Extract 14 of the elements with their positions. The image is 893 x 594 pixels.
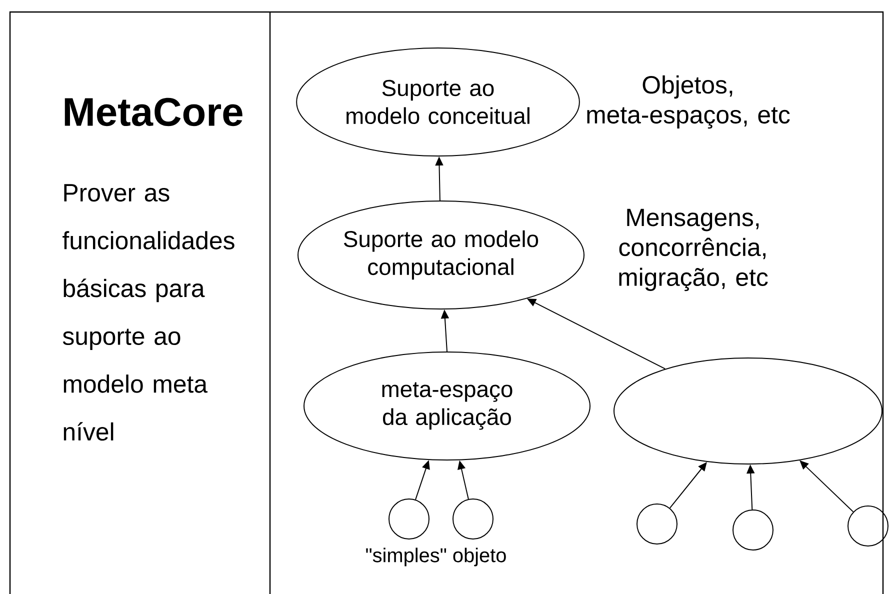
annotation-text: Objetos, meta-espaços, etc <box>587 75 790 129</box>
circle-node <box>732 509 774 550</box>
ellipse-node <box>614 357 882 464</box>
ellipse-node: Suporte ao modelo conceitual <box>296 48 580 156</box>
description-text: Prover as funcionalidades básicas para suporte ao modelo meta nível <box>62 184 234 441</box>
ellipse-node: Suporte ao modelo computacional <box>298 200 584 310</box>
annotation-text: Mensagens, concorrência, migração, etc <box>619 208 768 292</box>
caption-text: "simples" objeto <box>366 548 506 566</box>
circle-node <box>848 505 888 546</box>
title: MetaCore <box>64 98 242 126</box>
circle-node <box>636 503 678 544</box>
ellipse-node: meta-espaço da aplicação <box>304 351 590 460</box>
circle-node <box>452 498 494 540</box>
circle-node <box>388 498 430 540</box>
